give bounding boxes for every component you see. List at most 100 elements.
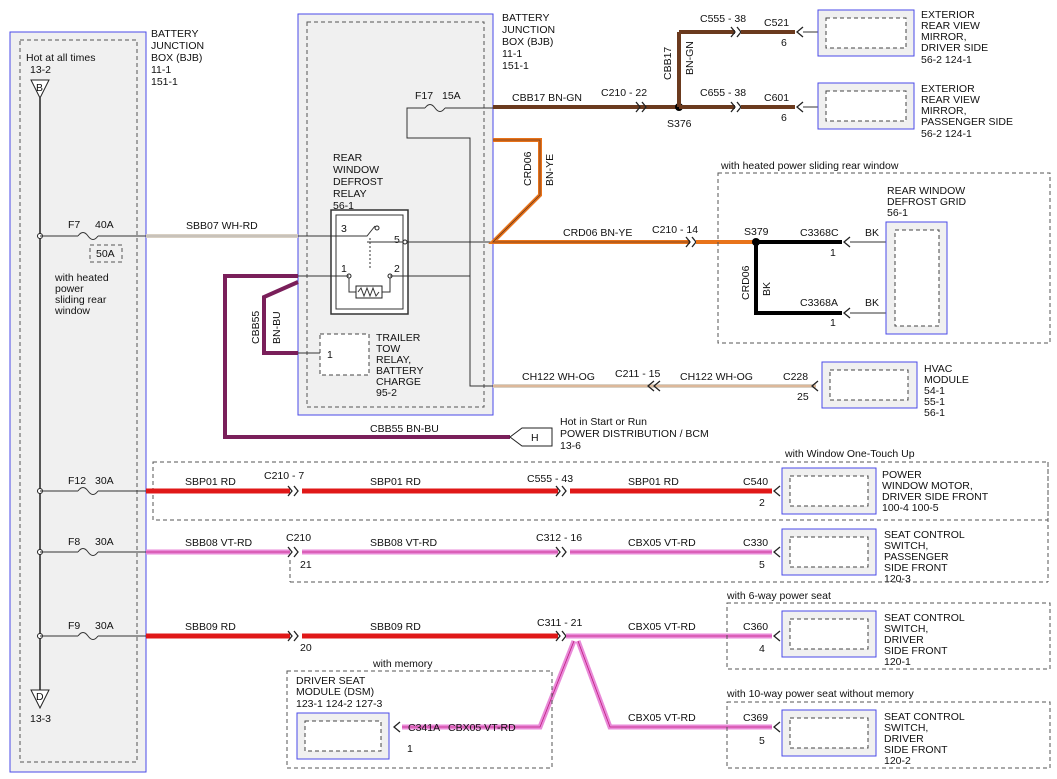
wire-ch122-label-a: CH122 WH-OG (522, 371, 595, 383)
defrost-relay-label-3: DEFROST (333, 176, 384, 188)
fuse-f8-name: F8 (68, 536, 80, 548)
bjb-right-title-1: BATTERY (502, 12, 549, 24)
c555-43-label: C555 - 43 (527, 473, 573, 485)
fuse-f7-alt-label: 50A (96, 248, 115, 260)
wire-cbx05-d: CBX05 VT-RD (448, 722, 516, 734)
one-touch-note: with Window One-Touch Up (784, 448, 915, 460)
mirror-driver-1: EXTERIOR (921, 9, 975, 21)
wire-sbb09-a: SBB09 RD (185, 621, 236, 633)
c20-pin: 20 (300, 642, 312, 654)
six-way-note: with 6-way power seat (726, 590, 831, 602)
splice-s376-label: S376 (667, 118, 692, 130)
c369-label: C369 (743, 712, 768, 724)
seat-driver6-4: SIDE FRONT (884, 645, 948, 657)
c210-b-pin: 21 (300, 559, 312, 571)
mirror-driver-3: MIRROR, (921, 31, 967, 43)
bottom-ref-label: 13-3 (30, 713, 51, 725)
c341a-label: C341A (408, 722, 440, 734)
top-ref-label: 13-2 (30, 64, 51, 76)
connector-b-label: B (36, 82, 43, 94)
bcm-label-1: Hot in Start or Run (560, 416, 647, 428)
seat-pass-1: SEAT CONTROL (884, 529, 965, 541)
fuse-f8-rating: 30A (95, 536, 114, 548)
c3368c-pin: 1 (830, 247, 836, 259)
wire-ch122-label-b: CH122 WH-OG (680, 371, 753, 383)
fuse-f7-icon (77, 232, 99, 240)
power-window-3: DRIVER SIDE FRONT (882, 491, 989, 503)
c3368a-label: C3368A (800, 297, 838, 309)
memory-area (286, 670, 553, 769)
fuse-f9-rating: 30A (95, 620, 114, 632)
bk-label-1: BK (865, 227, 879, 239)
c3368a-pin: 1 (830, 317, 836, 329)
seat-driver10-5: 120-2 (884, 755, 911, 767)
c360-label: C360 (743, 621, 768, 633)
c3368c-label: C3368C (800, 227, 839, 239)
c312-16-label: C312 - 16 (536, 532, 582, 544)
seat-driver10-3: DRIVER (884, 733, 924, 745)
c369-pin: 5 (759, 735, 765, 747)
wire-cbx05-a: CBX05 VT-RD (628, 537, 696, 549)
dsm-1: DRIVER SEAT (296, 675, 366, 687)
seat-pass-5: 120-3 (884, 573, 911, 585)
defrost-grid-3: 56-1 (887, 207, 908, 219)
defrost-relay-label-4: RELAY (333, 188, 367, 200)
seat-driver6-3: DRIVER (884, 634, 924, 646)
fuse-f12-rating: 30A (95, 475, 114, 487)
mirror-driver-2: REAR VIEW (921, 20, 980, 32)
trailer-relay-label-5: CHARGE (376, 376, 421, 388)
trailer-relay-label-2: TOW (376, 343, 400, 355)
bjb-right-title-3: BOX (BJB) (502, 36, 553, 48)
dsm-3: 123-1 124-2 127-3 (296, 698, 383, 710)
fuse-f8-icon (77, 548, 99, 556)
fuse-f17-icon (424, 104, 446, 112)
heated-window-area (717, 172, 1051, 344)
c330-label: C330 (743, 537, 768, 549)
f7-note-3: sliding rear (55, 294, 107, 306)
c555-38-label: C555 - 38 (700, 13, 746, 25)
trailer-relay-pin: 1 (327, 349, 333, 361)
wire-crd06-label: CRD06 BN-YE (563, 227, 632, 239)
c228-label: C228 (783, 371, 808, 383)
f7-note-2: power (55, 283, 84, 295)
c210-22-label: C210 - 22 (601, 87, 647, 99)
c601-label: C601 (764, 92, 789, 104)
c228-pin: 25 (797, 391, 809, 403)
relay-pin-2: 2 (394, 263, 400, 275)
bjb-left-box (9, 31, 147, 773)
seat-pass-4: SIDE FRONT (884, 562, 948, 574)
wire-cbb55 (223, 274, 510, 439)
wire-bngn-vlabel: BN-GN (684, 41, 696, 75)
c210-7-label: C210 - 7 (264, 470, 304, 482)
bjb-left-title-1: BATTERY (151, 28, 198, 40)
wire-sbp01-c: SBP01 RD (628, 476, 679, 488)
bcm-label-2: POWER DISTRIBUTION / BCM (560, 428, 709, 440)
defrost-grid-1: REAR WINDOW (887, 185, 965, 197)
power-window-4: 100-4 100-5 (882, 502, 939, 514)
defrost-grid-2: DEFROST GRID (887, 196, 967, 208)
hvac-1: HVAC (924, 363, 953, 375)
wire-sbb09-b: SBB09 RD (370, 621, 421, 633)
wire-cbx05-b: CBX05 VT-RD (628, 621, 696, 633)
relay-pin-1: 1 (341, 263, 347, 275)
trailer-relay-label-6: 95-2 (376, 387, 397, 399)
wire-bnye-vlabel: BN-YE (544, 154, 556, 186)
c521-pin: 6 (781, 37, 787, 49)
c211-15-label: C211 - 15 (615, 368, 660, 380)
trailer-relay-label-3: RELAY, (376, 354, 411, 366)
seat-driver10-1: SEAT CONTROL (884, 711, 965, 723)
fuse-f7-alt-box (89, 244, 123, 263)
ten-way-area (726, 701, 1051, 769)
c210-14-label: C210 - 14 (652, 224, 698, 236)
wire-sbp01-a: SBP01 RD (185, 476, 236, 488)
c540-label: C540 (743, 476, 768, 488)
fuse-f9-name: F9 (68, 620, 80, 632)
wire-cbb17-label: CBB17 BN-GN (512, 92, 582, 104)
wire-sbp01-b: SBP01 RD (370, 476, 421, 488)
seat-driver10-4: SIDE FRONT (884, 744, 948, 756)
dsm-2: MODULE (DSM) (296, 686, 374, 698)
mirror-pass-1: EXTERIOR (921, 83, 975, 95)
fuse-f12-name: F12 (68, 475, 86, 487)
seat-driver6-1: SEAT CONTROL (884, 612, 965, 624)
